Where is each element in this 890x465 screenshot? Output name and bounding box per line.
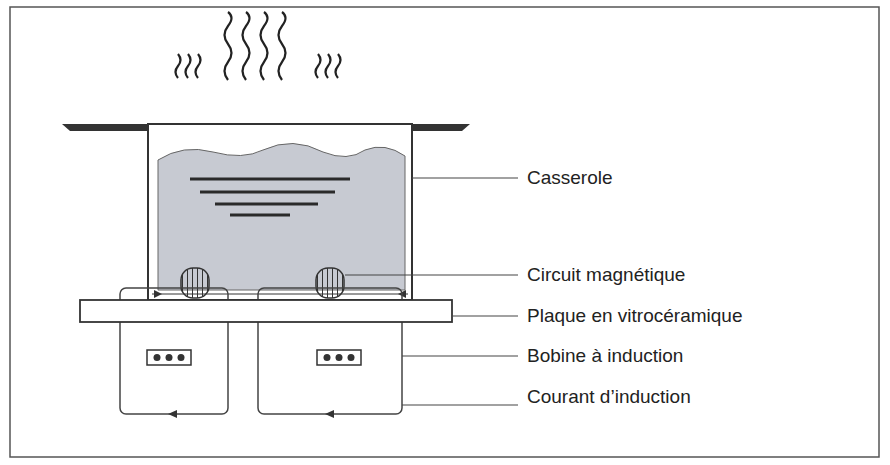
ceramic-plate [80,300,452,322]
liquid-lines [190,179,350,215]
part-label: Plaque en vitrocéramique [527,305,742,328]
pan-rim [62,124,150,131]
part-label: Circuit magnétique [527,264,685,287]
magnetic-circuit [152,268,408,298]
coil-winding [147,350,361,365]
part-label: Bobine à induction [527,345,683,368]
pan-body [148,124,412,300]
part-label: Courant d’induction [527,386,691,409]
part-label: Casserole [527,167,613,190]
current-arrow [168,410,334,418]
frame [10,7,879,457]
leader-line [345,178,518,405]
coil-winding [154,354,355,361]
steam [176,12,341,80]
pan-rim [410,124,470,131]
